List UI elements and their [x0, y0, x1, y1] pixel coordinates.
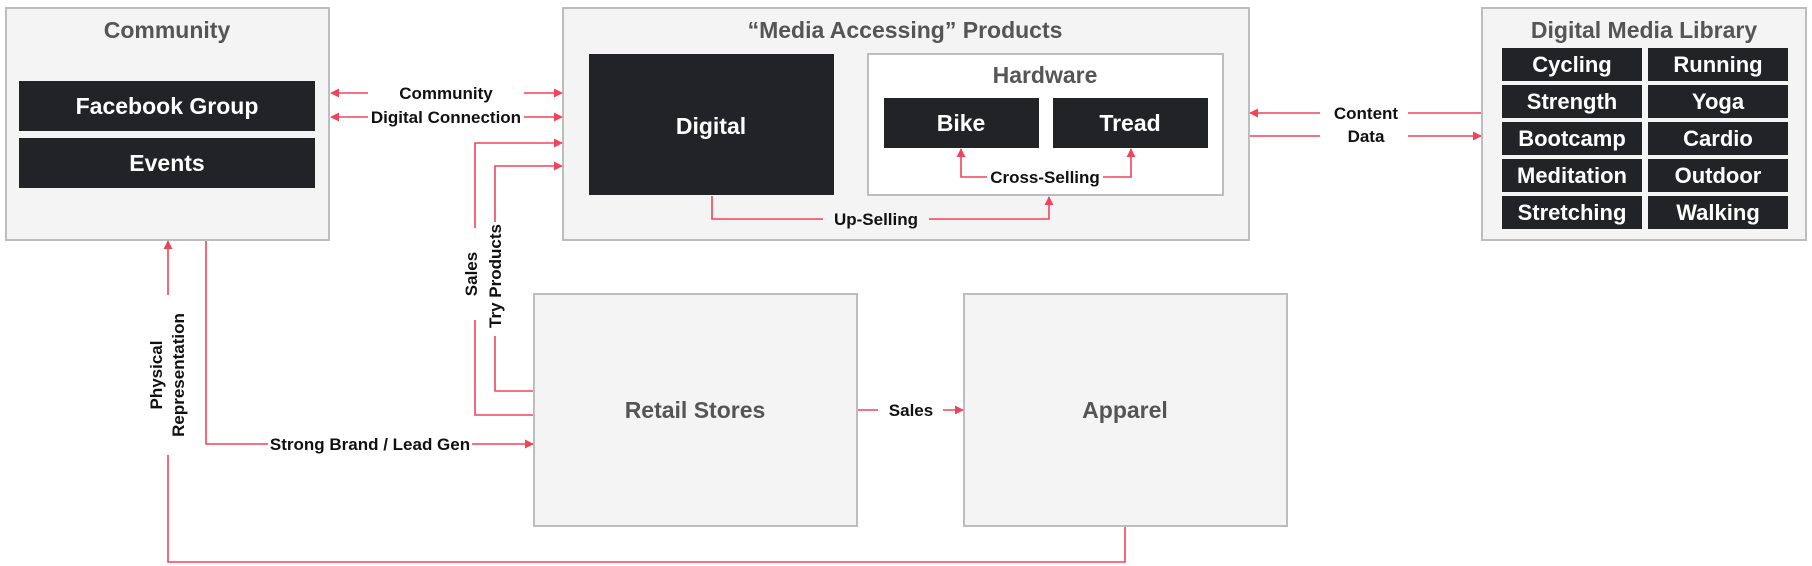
library-item-label: Walking: [1676, 200, 1760, 225]
community-title: Community: [104, 17, 231, 43]
events-label: Events: [129, 150, 204, 176]
hardware-panel: Hardware Bike Tread: [867, 53, 1224, 196]
community-panel: Community Facebook Group Events: [5, 7, 330, 241]
library-item-box: [1648, 48, 1788, 81]
library-item-box: [1502, 48, 1642, 81]
apparel-sales-label: Sales: [889, 401, 933, 420]
library-item-label: Bootcamp: [1518, 126, 1626, 151]
strong-brand-connector: Strong Brand / Lead Gen: [205, 241, 534, 454]
data-connector: Data: [1250, 127, 1482, 146]
try-products-label: Try Products: [486, 224, 505, 328]
library-item-box: [1648, 159, 1788, 192]
tread-box: [1053, 98, 1208, 148]
up-selling-connector: Up-Selling: [711, 196, 1054, 229]
retail-stores-label: Retail Stores: [625, 397, 766, 423]
apparel-sales-connector: Sales: [858, 401, 964, 420]
facebook-group-box: [19, 81, 315, 131]
library-item-label: Outdoor: [1675, 163, 1762, 188]
library-item-box: [1648, 85, 1788, 118]
library-item-box: [1502, 122, 1642, 155]
library-item-label: Running: [1673, 52, 1762, 77]
events-box: [19, 138, 315, 188]
representation-label: Representation: [169, 313, 188, 437]
library-item-label: Stretching: [1518, 200, 1627, 225]
community-connector-label: Community: [399, 84, 493, 103]
bike-box: [884, 98, 1039, 148]
digital-box: [589, 54, 834, 195]
data-label: Data: [1348, 127, 1385, 146]
library-item-box: [1502, 85, 1642, 118]
retail-sales-connector: Sales: [462, 138, 563, 416]
digital-label: Digital: [676, 113, 746, 139]
digital-connection-connector: Digital Connection: [330, 108, 563, 127]
content-label: Content: [1334, 104, 1399, 123]
facebook-group-label: Facebook Group: [76, 93, 259, 119]
apparel-label: Apparel: [1082, 397, 1168, 423]
digital-connection-label: Digital Connection: [371, 108, 521, 127]
library-item-label: Cycling: [1532, 52, 1611, 77]
bike-label: Bike: [937, 110, 986, 136]
retail-stores-box: Retail Stores: [533, 293, 858, 527]
media-library-panel: Digital Media Library Cycling RunningStre…: [1481, 7, 1807, 241]
content-connector: Content: [1249, 104, 1481, 123]
library-item-box: [1648, 122, 1788, 155]
media-products-title: “Media Accessing” Products: [748, 17, 1063, 43]
media-products-panel: “Media Accessing” Products Digital Hardw…: [562, 7, 1250, 241]
apparel-box: Apparel: [963, 293, 1288, 527]
library-item-box: [1502, 159, 1642, 192]
library-item-box: [1648, 196, 1788, 229]
community-connector: Community: [330, 84, 563, 103]
retail-sales-label: Sales: [462, 252, 481, 296]
library-item-box: [1502, 196, 1642, 229]
try-products-connector: Try Products: [486, 161, 563, 392]
cross-selling-label: Cross-Selling: [990, 168, 1100, 187]
library-item-label: Strength: [1527, 89, 1617, 114]
library-item-label: Yoga: [1692, 89, 1745, 114]
tread-label: Tread: [1099, 110, 1160, 136]
library-item-label: Meditation: [1517, 163, 1627, 188]
strong-brand-label: Strong Brand / Lead Gen: [270, 435, 470, 454]
media-library-title: Digital Media Library: [1531, 17, 1757, 43]
up-selling-label: Up-Selling: [834, 210, 918, 229]
cross-selling-connector: Cross-Selling: [956, 148, 1136, 187]
physical-label: Physical: [147, 341, 166, 410]
physical-representation-connector: Physical Representation: [147, 240, 1126, 563]
library-item-label: Cardio: [1683, 126, 1753, 151]
hardware-title: Hardware: [993, 62, 1098, 88]
